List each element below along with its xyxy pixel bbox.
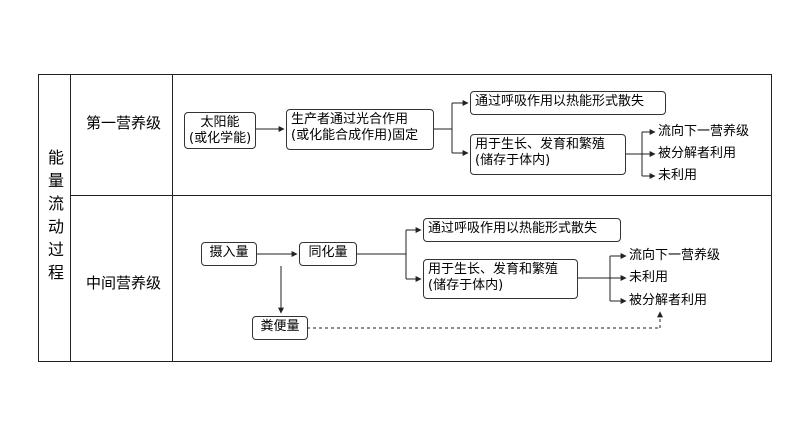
respiration-box-2: 通过呼吸作用以热能形式散失 [423,218,621,242]
producer-line2: (或化能合成作用)固定 [291,128,419,143]
row-label-first: 第一营养级 [86,114,162,132]
row-label-middle: 中间营养级 [86,274,162,292]
growth-2-line1: 用于生长、发育和繁殖 [428,262,559,277]
output-1-unused: 未利用 [658,168,698,183]
respiration-box-1: 通过呼吸作用以热能形式散失 [470,91,666,115]
solar-energy-box: 太阳能 (或化学能) [184,112,256,149]
feces-box: 粪便量 [252,316,308,340]
table-divider-row [70,195,772,196]
solar-energy-line1: 太阳能 [200,115,240,130]
producer-line1: 生产者通过光合作用 [291,112,409,127]
output-2-decomposers: 被分解者利用 [629,293,708,308]
growth-1-line2: (储存于体内) [475,153,551,168]
table-title: 能量流动过程 [38,74,70,362]
output-2-unused: 未利用 [629,270,669,285]
growth-1-line1: 用于生长、发育和繁殖 [475,137,606,152]
table-divider-label [172,74,173,362]
growth-2-line2: (储存于体内) [428,278,504,293]
producer-fixation-box: 生产者通过光合作用 (或化能合成作用)固定 [286,109,434,150]
solar-energy-line2: (或化学能) [189,131,252,146]
energy-flow-table [38,74,772,362]
assimilation-box: 同化量 [299,242,357,266]
table-divider-title [70,74,71,362]
output-1-decomposers: 被分解者利用 [658,146,737,161]
intake-box: 摄入量 [201,242,257,266]
growth-box-1: 用于生长、发育和繁殖 (储存于体内) [470,134,626,175]
output-2-next-level: 流向下一营养级 [629,248,721,263]
growth-box-2: 用于生长、发育和繁殖 (储存于体内) [423,259,578,299]
title-text: 能量流动过程 [45,149,64,287]
output-1-next-level: 流向下一营养级 [658,124,750,139]
